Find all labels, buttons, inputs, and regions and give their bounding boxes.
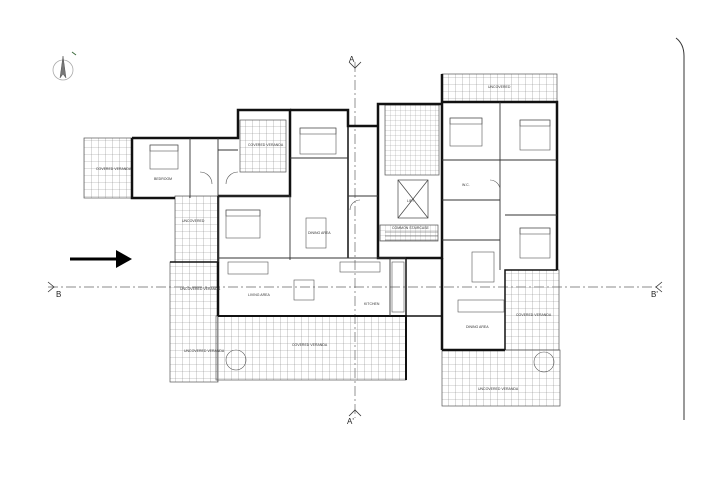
label-dining-area-left: DINING AREA (308, 231, 331, 235)
section-axis-b (47, 281, 663, 293)
label-kitchen: KITCHEN (364, 302, 380, 306)
lift-shaft (397, 179, 429, 219)
drawing-border (675, 37, 685, 420)
label-uncovered-veranda-bottom-right: UNCOVERED VERANDA (478, 387, 519, 391)
label-uncovered-left: UNCOVERED (182, 219, 205, 223)
furniture (149, 117, 555, 373)
label-dining-area-right: DINING AREA (466, 325, 489, 329)
label-wc: W.C. (462, 183, 470, 187)
section-label-a-bottom: A' (347, 417, 354, 426)
section-label-b-left: B (56, 290, 61, 299)
label-covered-veranda-bottom: COVERED VERANDA (292, 343, 328, 347)
section-label-b-right: B' (651, 290, 658, 299)
label-covered-veranda-right: COVERED VERANDA (516, 313, 552, 317)
label-lift: LIFT (407, 199, 415, 203)
label-covered-veranda-left: COVERED VERANDA (96, 167, 132, 171)
room-labels: COVERED VERANDA COVERED VERANDA UNCOVERE… (96, 85, 552, 391)
label-uncovered-veranda-nw: UNCOVERED VERANDA (180, 287, 221, 291)
label-uncovered-top-right: UNCOVERED (488, 85, 511, 89)
label-uncovered-veranda-sw: UNCOVERED VERANDA (184, 349, 225, 353)
label-covered-veranda-top: COVERED VERANDA (248, 143, 284, 147)
label-common-staircase: COMMON STAIRCASE (392, 226, 430, 230)
label-living-area: LIVING AREA (248, 293, 270, 297)
veranda-areas (83, 73, 561, 407)
entrance-arrow-icon (70, 250, 132, 268)
interior-partitions (189, 102, 557, 316)
common-staircase-treads (385, 231, 438, 241)
label-bedroom: BEDROOM (154, 177, 172, 181)
section-label-a-top: A (349, 55, 355, 64)
north-arrow-icon (52, 51, 77, 81)
